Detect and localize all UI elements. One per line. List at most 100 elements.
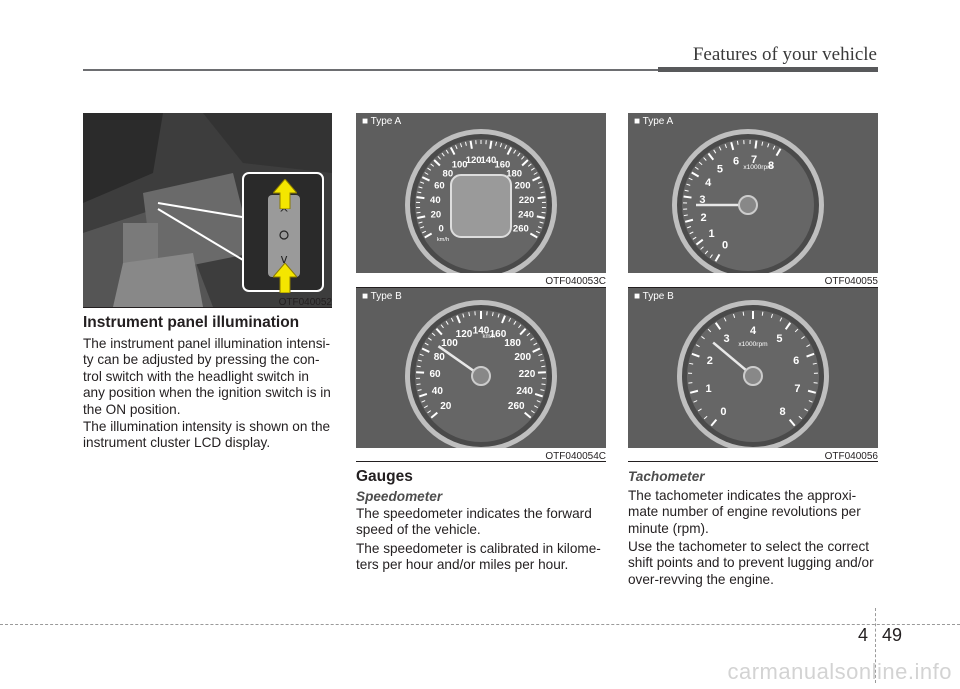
gauge-hub bbox=[743, 366, 763, 386]
gauge-tick-label: 40 bbox=[430, 195, 441, 206]
gauge-tick bbox=[695, 238, 704, 246]
gauge-tick-label: 4 bbox=[750, 325, 757, 337]
text-line: The instrument panel illumination intens… bbox=[83, 336, 331, 351]
gauge-tick bbox=[526, 332, 531, 337]
gauge-tick bbox=[742, 311, 745, 316]
gauge-tick bbox=[529, 232, 538, 239]
gauge-tick bbox=[686, 226, 692, 229]
gauge-tick bbox=[435, 328, 443, 336]
gauge-tick bbox=[794, 328, 799, 333]
gauge-tick bbox=[540, 191, 545, 194]
gauge-unit-label: x1000rpm bbox=[738, 341, 768, 348]
gauge-tick bbox=[464, 141, 467, 146]
watermark: carmanualsonline.info bbox=[727, 659, 952, 684]
gauge-unit-label: km/h bbox=[482, 334, 495, 340]
gauge-tick-label: 3 bbox=[699, 194, 705, 206]
gauge-tick bbox=[430, 163, 435, 167]
gauge-tick bbox=[433, 159, 441, 167]
gauge-tick bbox=[732, 313, 736, 318]
text-line: speed of the vehicle. bbox=[356, 522, 481, 538]
gauge-tick bbox=[417, 215, 426, 219]
type-label: ■ Type B bbox=[634, 291, 674, 302]
gauge-tick bbox=[691, 171, 700, 178]
gauge-tick bbox=[521, 159, 529, 167]
gauge-tick bbox=[419, 353, 424, 357]
gauge-tick-label: 120 bbox=[456, 329, 473, 340]
gauge-tick-label: 3 bbox=[724, 333, 730, 345]
text-line: minute (rpm). bbox=[628, 520, 709, 536]
gauge-tick-label: 8 bbox=[768, 160, 774, 172]
gauge-tick bbox=[692, 236, 697, 240]
figure-rule bbox=[356, 461, 606, 462]
figure-rule bbox=[83, 307, 332, 308]
gauge-tick bbox=[497, 313, 500, 318]
gauge-tick bbox=[709, 254, 713, 259]
gauge-tick-label: 1 bbox=[706, 383, 712, 395]
gauge-tick bbox=[450, 317, 454, 322]
footer-dashed-rule bbox=[0, 624, 960, 625]
gauge-tick bbox=[441, 152, 445, 157]
figure-id: OTF040056 bbox=[824, 451, 878, 462]
gauge-tick bbox=[519, 328, 527, 336]
gauge-tick bbox=[691, 352, 700, 358]
gauge-tick bbox=[539, 221, 544, 224]
gauge-tick bbox=[416, 365, 421, 368]
gauge-tick bbox=[440, 324, 444, 329]
gauge-tick bbox=[736, 140, 739, 145]
gauge-tick-label: 2 bbox=[707, 355, 713, 367]
type-label: ■ Type B bbox=[362, 291, 402, 302]
gauge-tick bbox=[775, 148, 782, 157]
gauge-tick bbox=[695, 344, 700, 348]
gauge-tick bbox=[724, 143, 727, 149]
gauge-tick bbox=[424, 172, 429, 175]
gauge-tick bbox=[754, 140, 758, 149]
gauge-tick bbox=[538, 353, 543, 357]
switch-photo: ^ v bbox=[83, 113, 332, 307]
gauge-tick bbox=[445, 320, 449, 325]
text-line: over-revving the engine. bbox=[628, 571, 774, 587]
gauge-tick-label: 7 bbox=[794, 383, 800, 395]
gauge-tick-label: 220 bbox=[519, 369, 536, 380]
gauge-tick bbox=[427, 410, 432, 414]
gauge-tick-label: 5 bbox=[776, 333, 782, 345]
gauge-tick bbox=[541, 365, 546, 368]
gauge-tick bbox=[707, 328, 712, 333]
gauge-tick bbox=[437, 156, 441, 160]
gauge-tick-label: 0 bbox=[439, 223, 444, 234]
gauge-tick bbox=[530, 167, 535, 171]
text-line: instrument cluster LCD display. bbox=[83, 435, 271, 451]
gauge-tick bbox=[537, 226, 542, 229]
gauge-tick-label: 260 bbox=[513, 223, 529, 234]
figure-id: OTF040055 bbox=[824, 276, 878, 287]
gauge-tick bbox=[427, 167, 432, 171]
gauge-tick bbox=[808, 400, 813, 403]
gauge-tick bbox=[537, 181, 542, 184]
gauge-tick bbox=[539, 186, 544, 189]
gauge-tick bbox=[513, 149, 517, 154]
gauge-tick-label: 160 bbox=[494, 160, 510, 171]
figure-rule bbox=[628, 461, 878, 462]
gauge-tick bbox=[689, 362, 694, 365]
gauge-tick bbox=[536, 215, 545, 219]
gauge-tick bbox=[707, 152, 715, 161]
gauge-tick-label: 5 bbox=[717, 163, 723, 175]
gauge-tick bbox=[530, 337, 534, 341]
gauge-tick bbox=[784, 322, 792, 330]
gauge-tick-label: 100 bbox=[441, 338, 458, 349]
gauge-tick bbox=[533, 342, 538, 346]
heading-gauges: Gauges bbox=[356, 468, 413, 485]
gauge-tick-label: 40 bbox=[432, 386, 444, 397]
gauge-tick-label: 160 bbox=[490, 329, 507, 340]
text-line: the ON position. bbox=[83, 401, 181, 417]
gauge-tick bbox=[812, 362, 817, 365]
text-line: The tachometer indicates the approxi- bbox=[628, 488, 857, 503]
gauge-tick bbox=[703, 157, 707, 161]
gauge-tick-label: 200 bbox=[514, 352, 531, 363]
paragraph: The illumination intensity is shown on t… bbox=[83, 419, 343, 452]
footer-vertical-rule bbox=[875, 608, 877, 683]
text-line: trol switch with the headlight switch in bbox=[83, 368, 309, 384]
figure-id: OTF040054C bbox=[545, 451, 606, 462]
